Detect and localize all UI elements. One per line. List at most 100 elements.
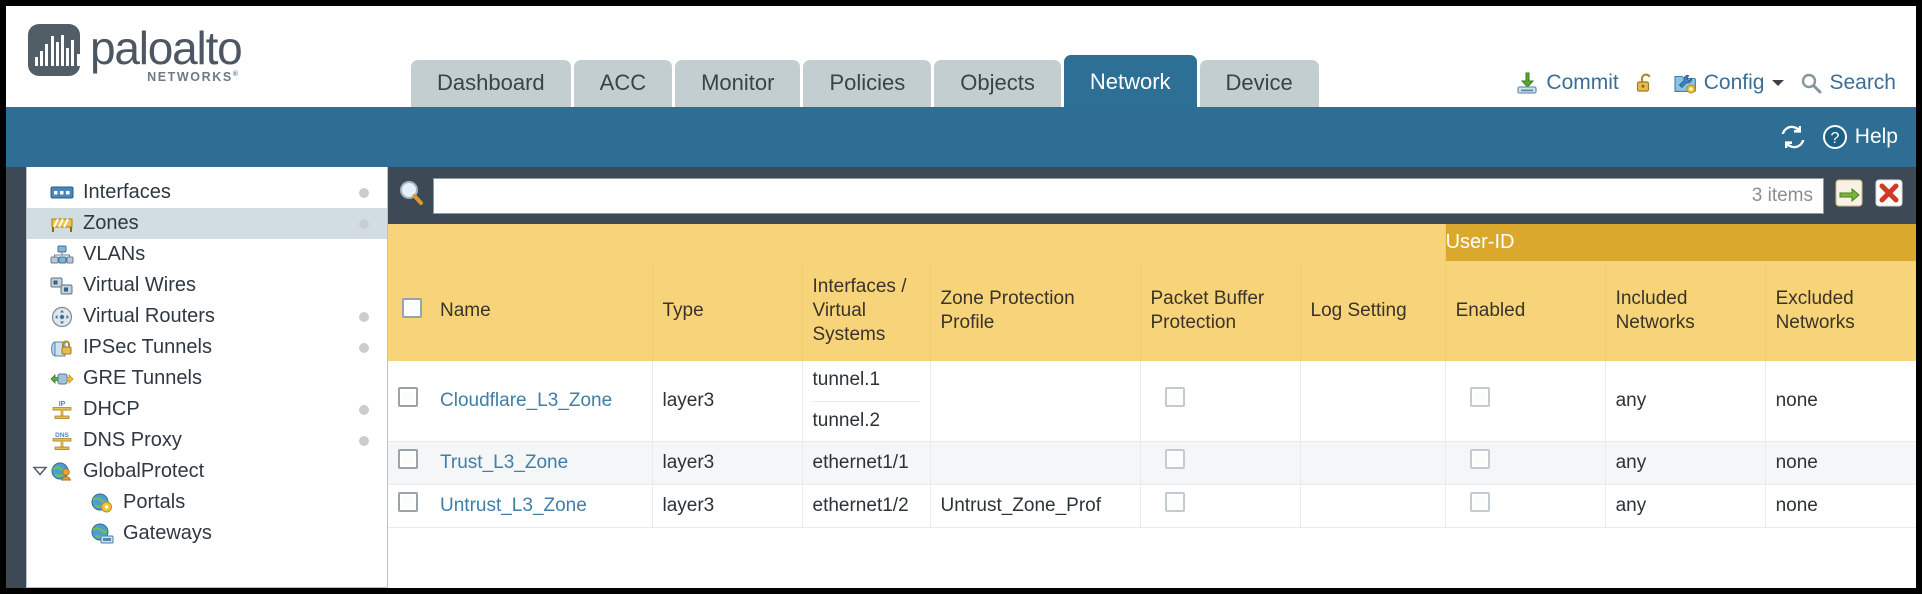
- cell-packet-buffer-protection[interactable]: [1140, 361, 1301, 443]
- dhcp-icon: IP: [49, 399, 75, 421]
- column-header-name[interactable]: Name: [430, 261, 653, 361]
- row-select-cell[interactable]: [388, 441, 430, 486]
- sidebar-item-virtual-routers[interactable]: Virtual Routers: [27, 301, 387, 332]
- cell-log-setting: [1300, 361, 1446, 443]
- column-header-zone-protection-profile[interactable]: Zone Protection Profile: [930, 261, 1141, 361]
- svg-text:?: ?: [1830, 130, 1839, 147]
- zone-name-link[interactable]: Trust_L3_Zone: [440, 451, 569, 473]
- content-panel: 3 items: [388, 167, 1916, 588]
- column-header-interfaces-virtual-systems[interactable]: Interfaces / Virtual Systems: [802, 261, 931, 361]
- sidebar-dot-indicator: [359, 311, 369, 322]
- userid-enabled-checkbox[interactable]: [1469, 387, 1490, 408]
- sidebar-item-interfaces[interactable]: Interfaces: [27, 177, 387, 208]
- cell-packet-buffer-protection[interactable]: [1140, 441, 1301, 486]
- sidebar-dot-indicator: [359, 187, 369, 198]
- zone-name-link[interactable]: Cloudflare_L3_Zone: [440, 389, 613, 411]
- help-link[interactable]: ? Help: [1822, 124, 1898, 150]
- cell-type: layer3: [652, 484, 803, 528]
- packet-buffer-protection-checkbox[interactable]: [1164, 387, 1185, 408]
- column-header-packet-buffer-protection[interactable]: Packet Buffer Protection: [1140, 261, 1301, 361]
- clear-filter-x-icon[interactable]: [1874, 178, 1904, 213]
- cell-included-networks: any: [1605, 361, 1766, 443]
- sidebar-item-dns-proxy[interactable]: DNS DNS Proxy: [27, 425, 387, 456]
- sidebar-item-label: IPSec Tunnels: [83, 336, 212, 358]
- sidebar-item-globalprotect[interactable]: GlobalProtect: [27, 456, 387, 487]
- cell-name[interactable]: Untrust_L3_Zone: [430, 484, 653, 528]
- ipsec-tunnels-icon: [49, 338, 75, 358]
- column-header-enabled[interactable]: Enabled: [1445, 261, 1606, 361]
- table-row[interactable]: Untrust_L3_Zone layer3 ethernet1/2 Untru…: [388, 484, 1916, 528]
- column-header-type[interactable]: Type: [652, 261, 803, 361]
- cell-excluded-networks: none: [1765, 441, 1916, 486]
- main-tabs[interactable]: Dashboard ACC Monitor Policies Objects N…: [411, 55, 1319, 107]
- cell-interfaces: tunnel.1 tunnel.2: [802, 361, 931, 443]
- filter-input-box[interactable]: 3 items: [433, 177, 1824, 214]
- cell-name[interactable]: Cloudflare_L3_Zone: [430, 361, 653, 443]
- row-select-cell[interactable]: [388, 484, 430, 528]
- cell-zone-protection-profile: Untrust_Zone_Prof: [930, 484, 1141, 528]
- row-checkbox[interactable]: [398, 449, 418, 470]
- config-menu[interactable]: Config: [1673, 71, 1786, 95]
- sidebar-item-ipsec-tunnels[interactable]: IPSec Tunnels: [27, 332, 387, 363]
- cell-userid-enabled[interactable]: [1445, 484, 1606, 528]
- cell-userid-enabled[interactable]: [1445, 361, 1606, 443]
- row-select-cell[interactable]: [388, 361, 430, 443]
- search-magnifier-icon[interactable]: [396, 178, 426, 213]
- config-wrench-icon: [1673, 71, 1697, 95]
- top-header: paloalto NETWORKS® Dashboard ACC Monitor…: [6, 6, 1916, 107]
- cell-interfaces: ethernet1/2: [802, 484, 931, 528]
- tab-network[interactable]: Network: [1063, 55, 1197, 107]
- sidebar-item-portals[interactable]: Portals: [27, 487, 387, 518]
- commit-label: Commit: [1546, 71, 1619, 94]
- sidebar-item-gre-tunnels[interactable]: GRE Tunnels: [27, 363, 387, 394]
- tab-objects[interactable]: Objects: [934, 60, 1061, 107]
- search-input[interactable]: [444, 184, 1744, 207]
- unlocked-padlock-icon[interactable]: [1634, 71, 1658, 95]
- select-all-checkbox[interactable]: [402, 297, 422, 318]
- portals-icon: [89, 492, 115, 514]
- table-row[interactable]: Cloudflare_L3_Zone layer3 tunnel.1 tunne…: [388, 361, 1916, 443]
- cell-userid-enabled[interactable]: [1445, 441, 1606, 486]
- row-checkbox[interactable]: [398, 492, 418, 513]
- item-count-label: 3 items: [1751, 184, 1813, 206]
- zone-name-link[interactable]: Untrust_L3_Zone: [440, 494, 587, 516]
- userid-enabled-checkbox[interactable]: [1469, 492, 1490, 513]
- row-checkbox[interactable]: [398, 387, 418, 408]
- packet-buffer-protection-checkbox[interactable]: [1164, 449, 1185, 470]
- cell-included-networks: any: [1605, 441, 1766, 486]
- tab-monitor[interactable]: Monitor: [675, 60, 801, 107]
- table-row[interactable]: Trust_L3_Zone layer3 ethernet1/1: [388, 441, 1916, 486]
- packet-buffer-protection-checkbox[interactable]: [1164, 492, 1185, 513]
- apply-filter-arrow-icon[interactable]: [1834, 178, 1864, 213]
- sidebar-item-dhcp[interactable]: IP DHCP: [27, 394, 387, 425]
- sidebar-item-label: DHCP: [83, 398, 140, 420]
- tab-acc[interactable]: ACC: [573, 60, 673, 107]
- tab-policies[interactable]: Policies: [803, 60, 932, 107]
- userid-enabled-checkbox[interactable]: [1469, 449, 1490, 470]
- expand-collapse-caret-icon[interactable]: [31, 460, 49, 483]
- cell-name[interactable]: Trust_L3_Zone: [430, 441, 653, 486]
- vlans-icon: [49, 245, 75, 265]
- commit-button[interactable]: Commit: [1515, 71, 1619, 95]
- tab-dashboard[interactable]: Dashboard: [411, 60, 571, 107]
- interfaces-icon: [49, 184, 75, 202]
- refresh-icon[interactable]: [1780, 125, 1806, 149]
- cell-packet-buffer-protection[interactable]: [1140, 484, 1301, 528]
- cell-included-networks: any: [1605, 484, 1766, 528]
- tab-device[interactable]: Device: [1199, 60, 1319, 107]
- sidebar-item-virtual-wires[interactable]: Virtual Wires: [27, 270, 387, 301]
- svg-text:IP: IP: [59, 401, 66, 408]
- table-header-row: Name Type Interfaces / Virtual Systems Z…: [388, 261, 1916, 361]
- select-all-header[interactable]: [388, 261, 430, 361]
- sidebar-item-vlans[interactable]: VLANs: [27, 239, 387, 270]
- column-header-excluded-networks[interactable]: Excluded Networks: [1765, 261, 1916, 361]
- cell-log-setting: [1300, 441, 1446, 486]
- search-button[interactable]: Search: [1800, 71, 1896, 95]
- sidebar-item-gateways[interactable]: Gateways: [27, 518, 387, 549]
- sub-header-band: ? Help: [6, 107, 1916, 167]
- column-header-included-networks[interactable]: Included Networks: [1605, 261, 1766, 361]
- zones-table: User-ID Name Type Interfaces / Virtual S…: [388, 224, 1916, 584]
- sidebar-item-zones[interactable]: Zones: [27, 208, 387, 239]
- dns-proxy-icon: DNS: [49, 430, 75, 452]
- column-header-log-setting[interactable]: Log Setting: [1300, 261, 1446, 361]
